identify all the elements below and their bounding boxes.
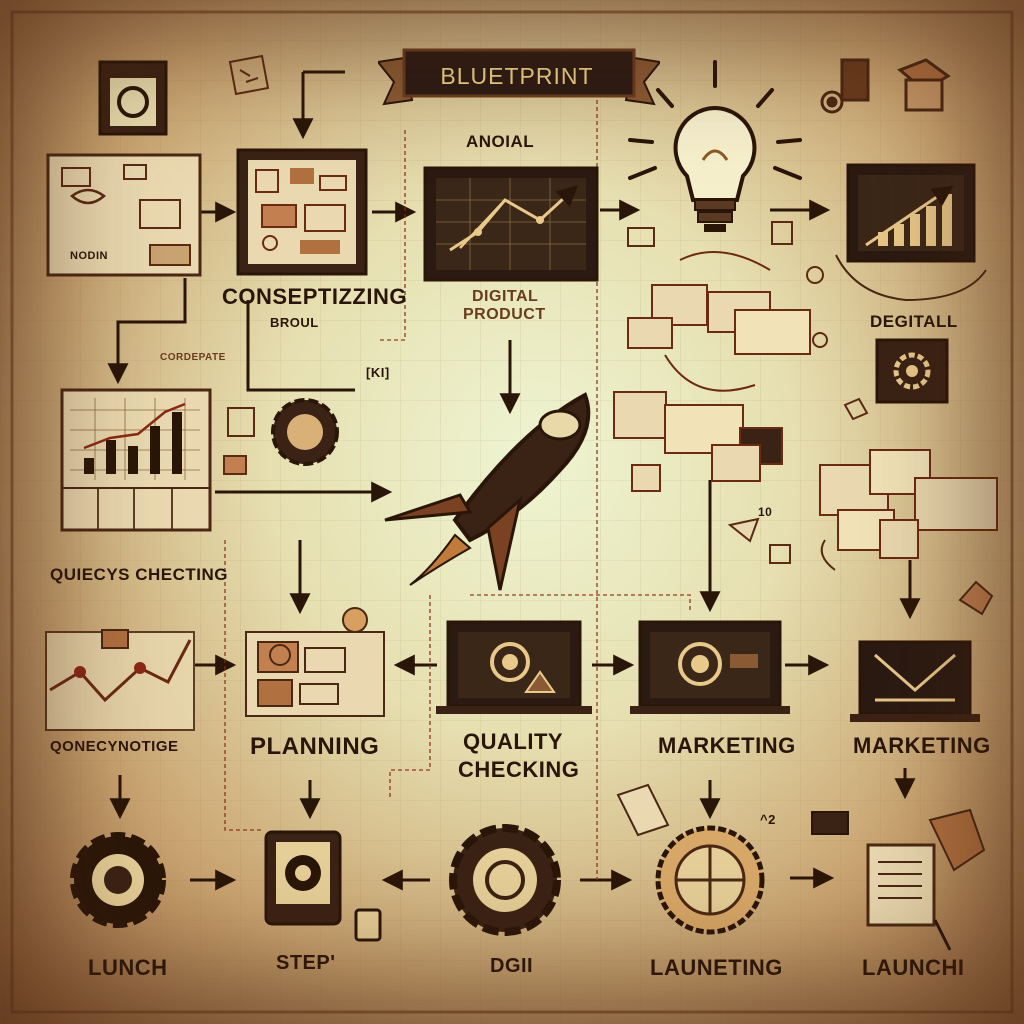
label-nodin: NODIN xyxy=(70,250,108,262)
label-dgii: DGII xyxy=(490,955,534,977)
label-degitall: DEGITALL xyxy=(870,312,958,331)
label-conseptizzing: CONSEPTIZZING xyxy=(222,284,407,309)
gear-cluster-icon xyxy=(820,58,951,114)
label-launeting: LAUNETING xyxy=(650,955,783,980)
label-step: STEP' xyxy=(276,952,336,974)
presentation-screens xyxy=(613,391,998,559)
label-cordepate: CORDEPATE xyxy=(160,352,226,363)
label-ki: [KI] xyxy=(366,365,390,380)
marketing-laptop xyxy=(630,620,790,714)
settings-gear-box xyxy=(875,338,949,404)
digital-screens-cluster xyxy=(627,251,811,392)
title-banner xyxy=(378,48,660,106)
bar-chart-panel xyxy=(60,388,212,532)
connector-lines xyxy=(107,70,921,891)
label-nfe: ^2 xyxy=(760,812,776,827)
label-qonecynotige: QONECYNOTIGE xyxy=(50,738,179,755)
quality-laptop xyxy=(436,620,592,714)
launeting-dial-icon xyxy=(616,783,765,935)
label-marketing-2: MARKETING xyxy=(853,733,991,758)
label-digital: DIGITAL xyxy=(472,288,539,305)
dgii-gear-icon xyxy=(449,824,561,936)
concept-board xyxy=(236,148,368,276)
step-device-icon xyxy=(264,830,382,942)
rocket-icon xyxy=(384,392,591,591)
banner-title: BLUETPRINT xyxy=(440,63,594,89)
email-laptop xyxy=(850,580,994,722)
document-stack-icon xyxy=(811,808,986,951)
label-ten: 10 xyxy=(758,505,773,519)
bar-chart-monitor xyxy=(835,163,987,302)
misc-doodles xyxy=(223,221,869,571)
cog-icon xyxy=(271,398,339,466)
label-planning: PLANNING xyxy=(250,733,380,760)
label-marketing-1: MARKETING xyxy=(658,733,796,758)
label-anoial: ANOIAL xyxy=(466,132,535,151)
camera-frame-icon xyxy=(98,60,168,136)
lunch-gear-icon xyxy=(70,832,166,928)
label-lunch: LUNCH xyxy=(88,955,168,980)
label-quality: QUALITY xyxy=(463,729,564,754)
label-launchi: LAUNCHI xyxy=(862,955,965,980)
label-quiecys-checting: QUIECYS CHECTING xyxy=(50,565,229,584)
growth-chart-monitor xyxy=(423,166,599,282)
planning-board xyxy=(245,607,385,717)
label-product: PRODUCT xyxy=(463,306,546,323)
label-checking: CHECKING xyxy=(458,757,580,782)
sketch-panel-nodin xyxy=(46,153,202,277)
line-chart-sketch xyxy=(45,629,195,731)
lightbulb-icon xyxy=(628,60,802,232)
label-broul: BROUL xyxy=(270,315,319,330)
puzzle-icon xyxy=(228,54,270,96)
